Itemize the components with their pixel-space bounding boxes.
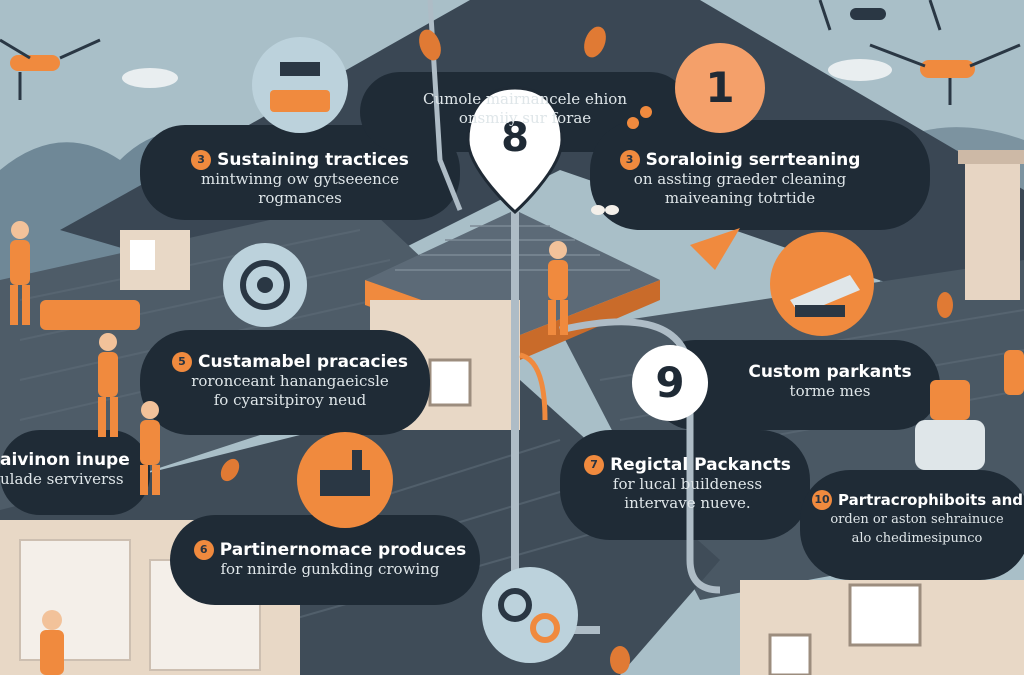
callout-line1: for lucal buildeness (612, 475, 763, 493)
callout-title: Soraloinig serrteaning (645, 150, 861, 170)
callout-title: Regictal Packancts (610, 455, 791, 475)
callout-line2: rogmances (258, 189, 342, 207)
step-number-9: 9 (632, 345, 708, 421)
callout-line1: on assting graeder cleaning (633, 170, 847, 188)
drone-icon (869, 43, 1021, 105)
step-badge: 6 (193, 540, 214, 560)
callout-title: Partinernomace produces (219, 540, 467, 560)
callout-title: aivinon inupe (0, 450, 130, 470)
paper-plane-icon (690, 228, 740, 270)
callout-partracrophiboits: 10 Partracrophiboits and orden or aston s… (812, 490, 1023, 548)
callout-line1: ulade serviverss (0, 470, 124, 488)
callout-title: Partracrophiboits and (838, 491, 1023, 509)
gear-icon (482, 567, 578, 663)
step-badge: 10 (812, 490, 832, 510)
step-badge: 7 (584, 455, 605, 475)
drone-icon (0, 38, 101, 100)
callout-line1: for nnirde gunkding crowing (220, 560, 440, 578)
callout-line2: alo chedimesipunco (851, 531, 983, 546)
gear-icon (223, 243, 307, 327)
callout-top-center: Cumole mairnancele ehion onsmiiy sur for… (395, 90, 655, 128)
step-badge: 3 (191, 150, 212, 170)
callout-line1: torme mes (789, 382, 871, 400)
callout-line1: mintwinng ow gytseeence (200, 170, 400, 188)
step-badge: 5 (171, 352, 192, 372)
callout-line2: intervave nueve. (624, 494, 751, 512)
pin-number-marker: 8 (501, 115, 529, 161)
cleaning-bucket-icon (915, 380, 985, 470)
callout-title: Custamabel pracacies (197, 352, 409, 372)
callout-line1: orden or aston sehrainuce (830, 512, 1004, 527)
drone-icon (818, 0, 942, 31)
location-pin-icon (466, 86, 564, 215)
step-number-1: 1 (705, 63, 735, 112)
callout-aivinon: aivinon inupe ulade serviverss (0, 450, 150, 489)
step-badge: 3 (619, 150, 640, 170)
roof-tool-icon (252, 37, 348, 133)
butterfly-icon (591, 205, 619, 215)
solar-panel-icon (770, 232, 874, 336)
callout-line1: roronceant hanangaeicsle (191, 372, 389, 390)
callout-title: Sustaining tractices (217, 150, 409, 170)
leaf-icon (220, 26, 953, 674)
callout-line2: fo cyarsitpiroy neud (213, 391, 367, 409)
callout-top-line2: onsmiiy sur forae (458, 109, 592, 127)
broom-icon (297, 432, 393, 528)
callout-top-line1: Cumole mairnancele ehion (423, 90, 627, 108)
callout-custom-parkants: Custom parkants torme mes (730, 362, 930, 401)
callout-title: Custom parkants (748, 362, 912, 382)
callout-line2: maiveaning totrtide (664, 189, 816, 207)
